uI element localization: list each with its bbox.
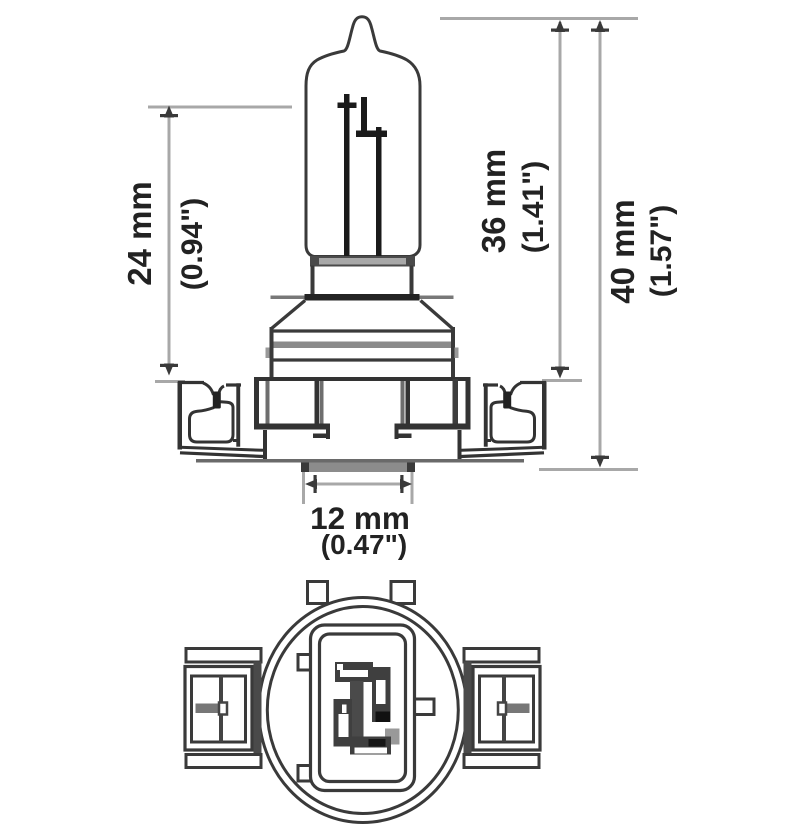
svg-text:12 mm: 12 mm xyxy=(310,500,410,536)
svg-text:(1.41"): (1.41") xyxy=(517,161,550,254)
svg-text:(1.57"): (1.57") xyxy=(645,205,678,298)
svg-text:(0.94"): (0.94") xyxy=(176,198,209,291)
svg-text:40 mm: 40 mm xyxy=(604,199,641,304)
svg-text:(0.47"): (0.47") xyxy=(321,529,407,560)
svg-text:36 mm: 36 mm xyxy=(475,149,512,254)
svg-text:24 mm: 24 mm xyxy=(121,181,158,286)
